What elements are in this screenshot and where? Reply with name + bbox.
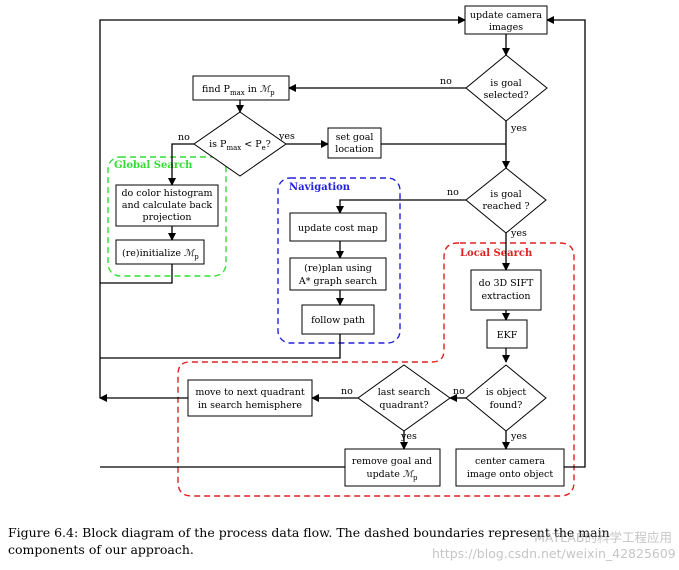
node-reinitialize-mp: (re)initialize ℳp (115, 239, 205, 265)
node-set-goal-location: set goal location (327, 127, 382, 159)
navigation-label: Navigation (289, 182, 351, 193)
caption-line2: components of our approach. (8, 542, 194, 557)
node-replan-astar: (re)plan using A* graph search (289, 257, 387, 291)
edge-label-yes: yes (278, 131, 295, 142)
node-text: EKF (497, 330, 518, 341)
node-text: in search hemisphere (198, 400, 302, 411)
node-center-camera: center camera image onto object (455, 448, 565, 487)
node-text: set goal (336, 132, 374, 143)
node-text: (re)initialize ℳp (122, 248, 199, 261)
node-3d-sift-extraction: do 3D SIFT extraction (470, 269, 542, 311)
node-find-pmax: find Pmax in ℳp (192, 75, 290, 101)
global-search-label: Global Search (114, 160, 193, 171)
decision-object-found: is object found? (465, 364, 547, 432)
node-text: images (489, 22, 523, 33)
watermark-line1: MATLAB的科学工程应用 (534, 530, 672, 545)
edge-label-yes: yes (510, 228, 527, 239)
node-text: projection (143, 212, 192, 223)
node-text: find Pmax in ℳp (202, 84, 275, 97)
node-text: found? (490, 400, 523, 411)
node-text: (re)plan using (304, 263, 372, 274)
local-search-boundary (177, 242, 575, 497)
decision-pmax-less-pe: is Pmax < Pe? (193, 111, 287, 177)
node-text: is object (486, 387, 527, 398)
node-text: remove goal and (352, 456, 432, 467)
node-text: quadrant? (379, 400, 428, 411)
node-text: do color histogram (121, 188, 212, 199)
node-text: A* graph search (298, 276, 377, 287)
watermark: MATLAB的科学工程应用 https://blog.csdn.net/weix… (432, 530, 676, 562)
node-text: and calculate back (122, 200, 213, 211)
decision-goal-selected: is goal selected? (465, 54, 548, 122)
node-ekf: EKF (486, 319, 528, 349)
edge-label-no: no (440, 76, 452, 87)
node-text: is Pmax < Pe? (209, 139, 271, 152)
node-text: last search (378, 387, 431, 398)
edge-label-no: no (447, 187, 459, 198)
edge-label-yes: yes (510, 123, 527, 134)
node-update-camera-images: update camera images (464, 5, 548, 35)
node-text: is goal (490, 189, 521, 200)
edge-label-no: no (453, 386, 465, 397)
decision-goal-reached: is goal reached ? (465, 167, 547, 234)
node-text: update cost map (298, 223, 378, 234)
node-text: center camera (475, 456, 545, 467)
navigation-boundary (277, 177, 401, 344)
caption-text: Block diagram of the process data flow. … (82, 525, 610, 540)
node-color-histogram: do color histogram and calculate back pr… (115, 184, 219, 227)
node-text: extraction (481, 291, 530, 302)
edge-label-no: no (341, 386, 353, 397)
global-search-boundary (107, 156, 227, 277)
node-follow-path: follow path (301, 304, 375, 335)
node-text: do 3D SIFT (479, 278, 534, 289)
node-text: location (335, 144, 373, 155)
node-move-next-quadrant: move to next quadrant in search hemisphe… (187, 379, 313, 417)
edge-label-yes: yes (400, 431, 417, 442)
node-remove-goal: remove goal and update ℳp (344, 448, 441, 487)
figure-caption: Figure 6.4: Block diagram of the process… (8, 524, 673, 558)
node-text: reached ? (482, 201, 529, 212)
node-text: update ℳp (366, 469, 418, 482)
node-text: move to next quadrant (195, 387, 304, 398)
node-text: image onto object (467, 469, 554, 480)
caption-prefix: Figure 6.4: (8, 525, 79, 540)
decision-last-search-quadrant: last search quadrant? (357, 364, 451, 432)
connectors (99, 16, 586, 468)
node-update-cost-map: update cost map (289, 212, 387, 242)
edge-label-no: no (178, 132, 190, 143)
node-text: is goal (490, 78, 521, 89)
node-text: selected? (483, 90, 528, 101)
flowchart: Global Search Navigation Local Search (99, 5, 586, 497)
node-text: update camera (470, 10, 543, 21)
node-text: follow path (311, 315, 365, 326)
edge-label-yes: yes (510, 431, 527, 442)
watermark-line2: https://blog.csdn.net/weixin_42825609 (432, 546, 676, 561)
local-search-label: Local Search (460, 248, 533, 259)
